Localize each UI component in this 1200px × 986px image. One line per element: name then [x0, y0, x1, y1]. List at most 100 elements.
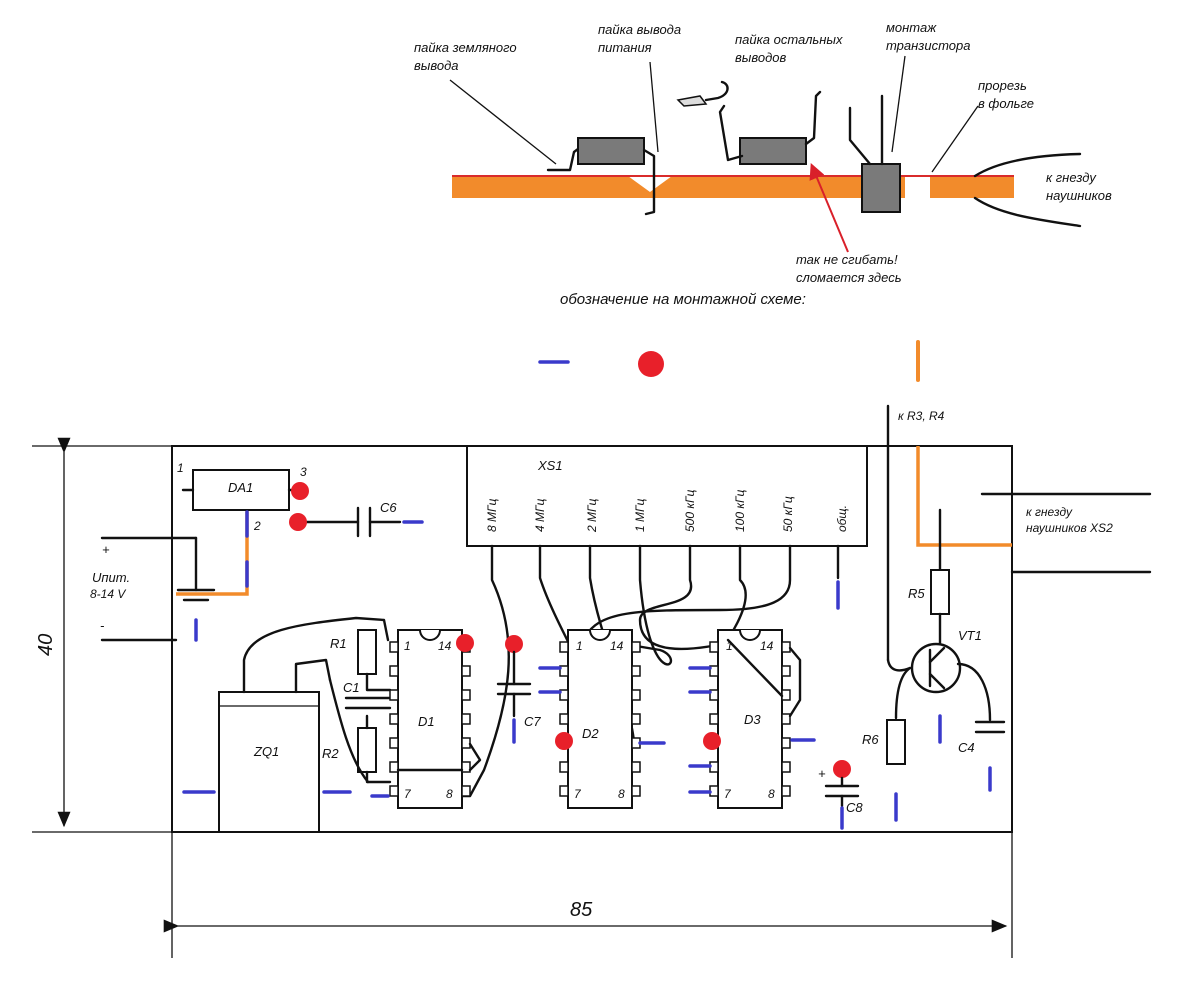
to-r3r4-label: к R3, R4 [898, 409, 945, 423]
label-transistor-mount: монтаж транзистора [886, 20, 970, 53]
xs1-connector [466, 445, 868, 547]
leader-transistor [891, 55, 906, 153]
d3-pin14: 14 [760, 639, 774, 653]
transistor-body [861, 163, 901, 213]
tap-label-4mhz: 4 МГц [533, 498, 547, 532]
tap-label-common: общ. [835, 505, 849, 532]
r1-label: R1 [330, 636, 347, 651]
supply-label: Uпит. [92, 570, 130, 585]
da1-regulator [192, 469, 290, 511]
board-foil-cut-right [916, 446, 1012, 547]
d1-pin7: 7 [404, 787, 412, 801]
label-foil-cut: прорезь в фольге [978, 78, 1034, 111]
solder-iron-tip [676, 95, 708, 107]
r1-resistor [357, 629, 377, 675]
d1-pin8: 8 [446, 787, 453, 801]
chip2-lead-right [804, 90, 822, 146]
zq1-label: ZQ1 [253, 744, 279, 759]
d2-pin7: 7 [574, 787, 582, 801]
warning-arrow [809, 163, 849, 253]
chip-body-1 [577, 137, 645, 165]
tap-label-500khz: 500 кГц [683, 489, 697, 532]
d2-chip: D2 1 14 7 8 [559, 629, 641, 809]
legend: обозначение на монтажной схеме: [538, 291, 920, 382]
r6-resistor [886, 719, 906, 765]
label-to-jack-top: к гнезду наушников [1046, 170, 1112, 203]
d3-label: D3 [744, 712, 761, 727]
c8-label: C8 [846, 800, 863, 815]
c7-label: C7 [524, 714, 541, 729]
da1-pin1: 1 [177, 461, 184, 475]
chip-body-2 [739, 137, 807, 165]
leader-cut [931, 105, 979, 173]
xs1-label: XS1 [537, 458, 563, 473]
da1-pin2: 2 [253, 519, 261, 533]
c8-plus: + [818, 766, 826, 781]
leader-ground [449, 79, 557, 165]
jack-wire-upper [973, 152, 1082, 178]
r2-label: R2 [322, 746, 339, 761]
d1-pin1: 1 [404, 639, 411, 653]
c1-label: C1 [343, 680, 360, 695]
c4-label: C4 [958, 740, 975, 755]
to-xs2-label: к гнезду наушников XS2 [1026, 505, 1113, 535]
d2-pin1: 1 [576, 639, 583, 653]
label-ground-solder: пайка земляного вывода [414, 40, 520, 73]
legend-power-mark [638, 351, 664, 377]
height-dimension: 40 [35, 634, 57, 656]
legend-title: обозначение на монтажной схеме: [560, 291, 806, 308]
c6-power-pad [289, 513, 307, 531]
d2-pin8: 8 [618, 787, 625, 801]
d2-label: D2 [582, 726, 599, 741]
label-warning: так не сгибать! сломается здесь [796, 252, 902, 285]
tap-label-2mhz: 2 МГц [585, 498, 599, 533]
d1-pin14: 14 [438, 639, 452, 653]
foil-strip-right [930, 176, 1014, 198]
d2-pin14: 14 [610, 639, 624, 653]
dimensions: 40 85 [32, 437, 1013, 958]
d1-label: D1 [418, 714, 435, 729]
width-dimension: 85 [570, 899, 593, 921]
r5-resistor [930, 569, 950, 615]
da1-label: DA1 [228, 480, 253, 495]
leader-power [649, 61, 659, 153]
chip-lead-right [642, 148, 656, 216]
r6-label: R6 [862, 732, 879, 747]
d3-chip: D3 1 14 7 8 [709, 629, 802, 809]
tap-label-1mhz: 1 МГц [633, 498, 647, 532]
d3-pin8: 8 [768, 787, 775, 801]
d3-power-pad [703, 732, 721, 750]
supply-range: 8-14 V [90, 587, 126, 601]
label-power-solder: пайка вывода питания [598, 22, 685, 55]
soldering-detail: пайка земляного вывода пайка вывода пита… [414, 20, 1112, 285]
da1-pin3: 3 [300, 465, 307, 479]
d3-pin1: 1 [726, 639, 733, 653]
c6-label: C6 [380, 500, 397, 515]
label-other-solder: пайка остальных выводов [735, 32, 846, 65]
supply-minus: - [100, 618, 105, 633]
r2-resistor [357, 727, 377, 773]
supply-plus: + [102, 542, 110, 557]
tap-label-8mhz: 8 МГц [485, 498, 499, 532]
board-foil-cut-left [176, 506, 249, 596]
d2-power-pad [555, 732, 573, 750]
vt1-label: VT1 [958, 628, 982, 643]
transistor-lead-a [848, 106, 872, 166]
tap-label-50khz: 50 кГц [781, 496, 795, 532]
pcb-board: XS1 8 МГц 4 МГц 2 МГц 1 МГц 500 кГц 100 … [90, 404, 1152, 833]
c8-power-pad [833, 760, 851, 778]
solder-iron-hook [704, 80, 729, 102]
r5-label: R5 [908, 586, 925, 601]
c7-power-pad [505, 635, 523, 653]
foil-strip-left [452, 176, 905, 198]
d1-chip: D1 1 14 7 8 [389, 629, 482, 809]
da1-power-pad [291, 482, 309, 500]
tap-label-100khz: 100 кГц [733, 489, 747, 532]
d1-power-pad [456, 634, 474, 652]
chip-lead-left [546, 144, 584, 172]
d3-pin7: 7 [724, 787, 732, 801]
jack-wire-lower [973, 196, 1082, 228]
zq1-crystal [218, 691, 320, 833]
chip2-lead-left [718, 104, 744, 162]
